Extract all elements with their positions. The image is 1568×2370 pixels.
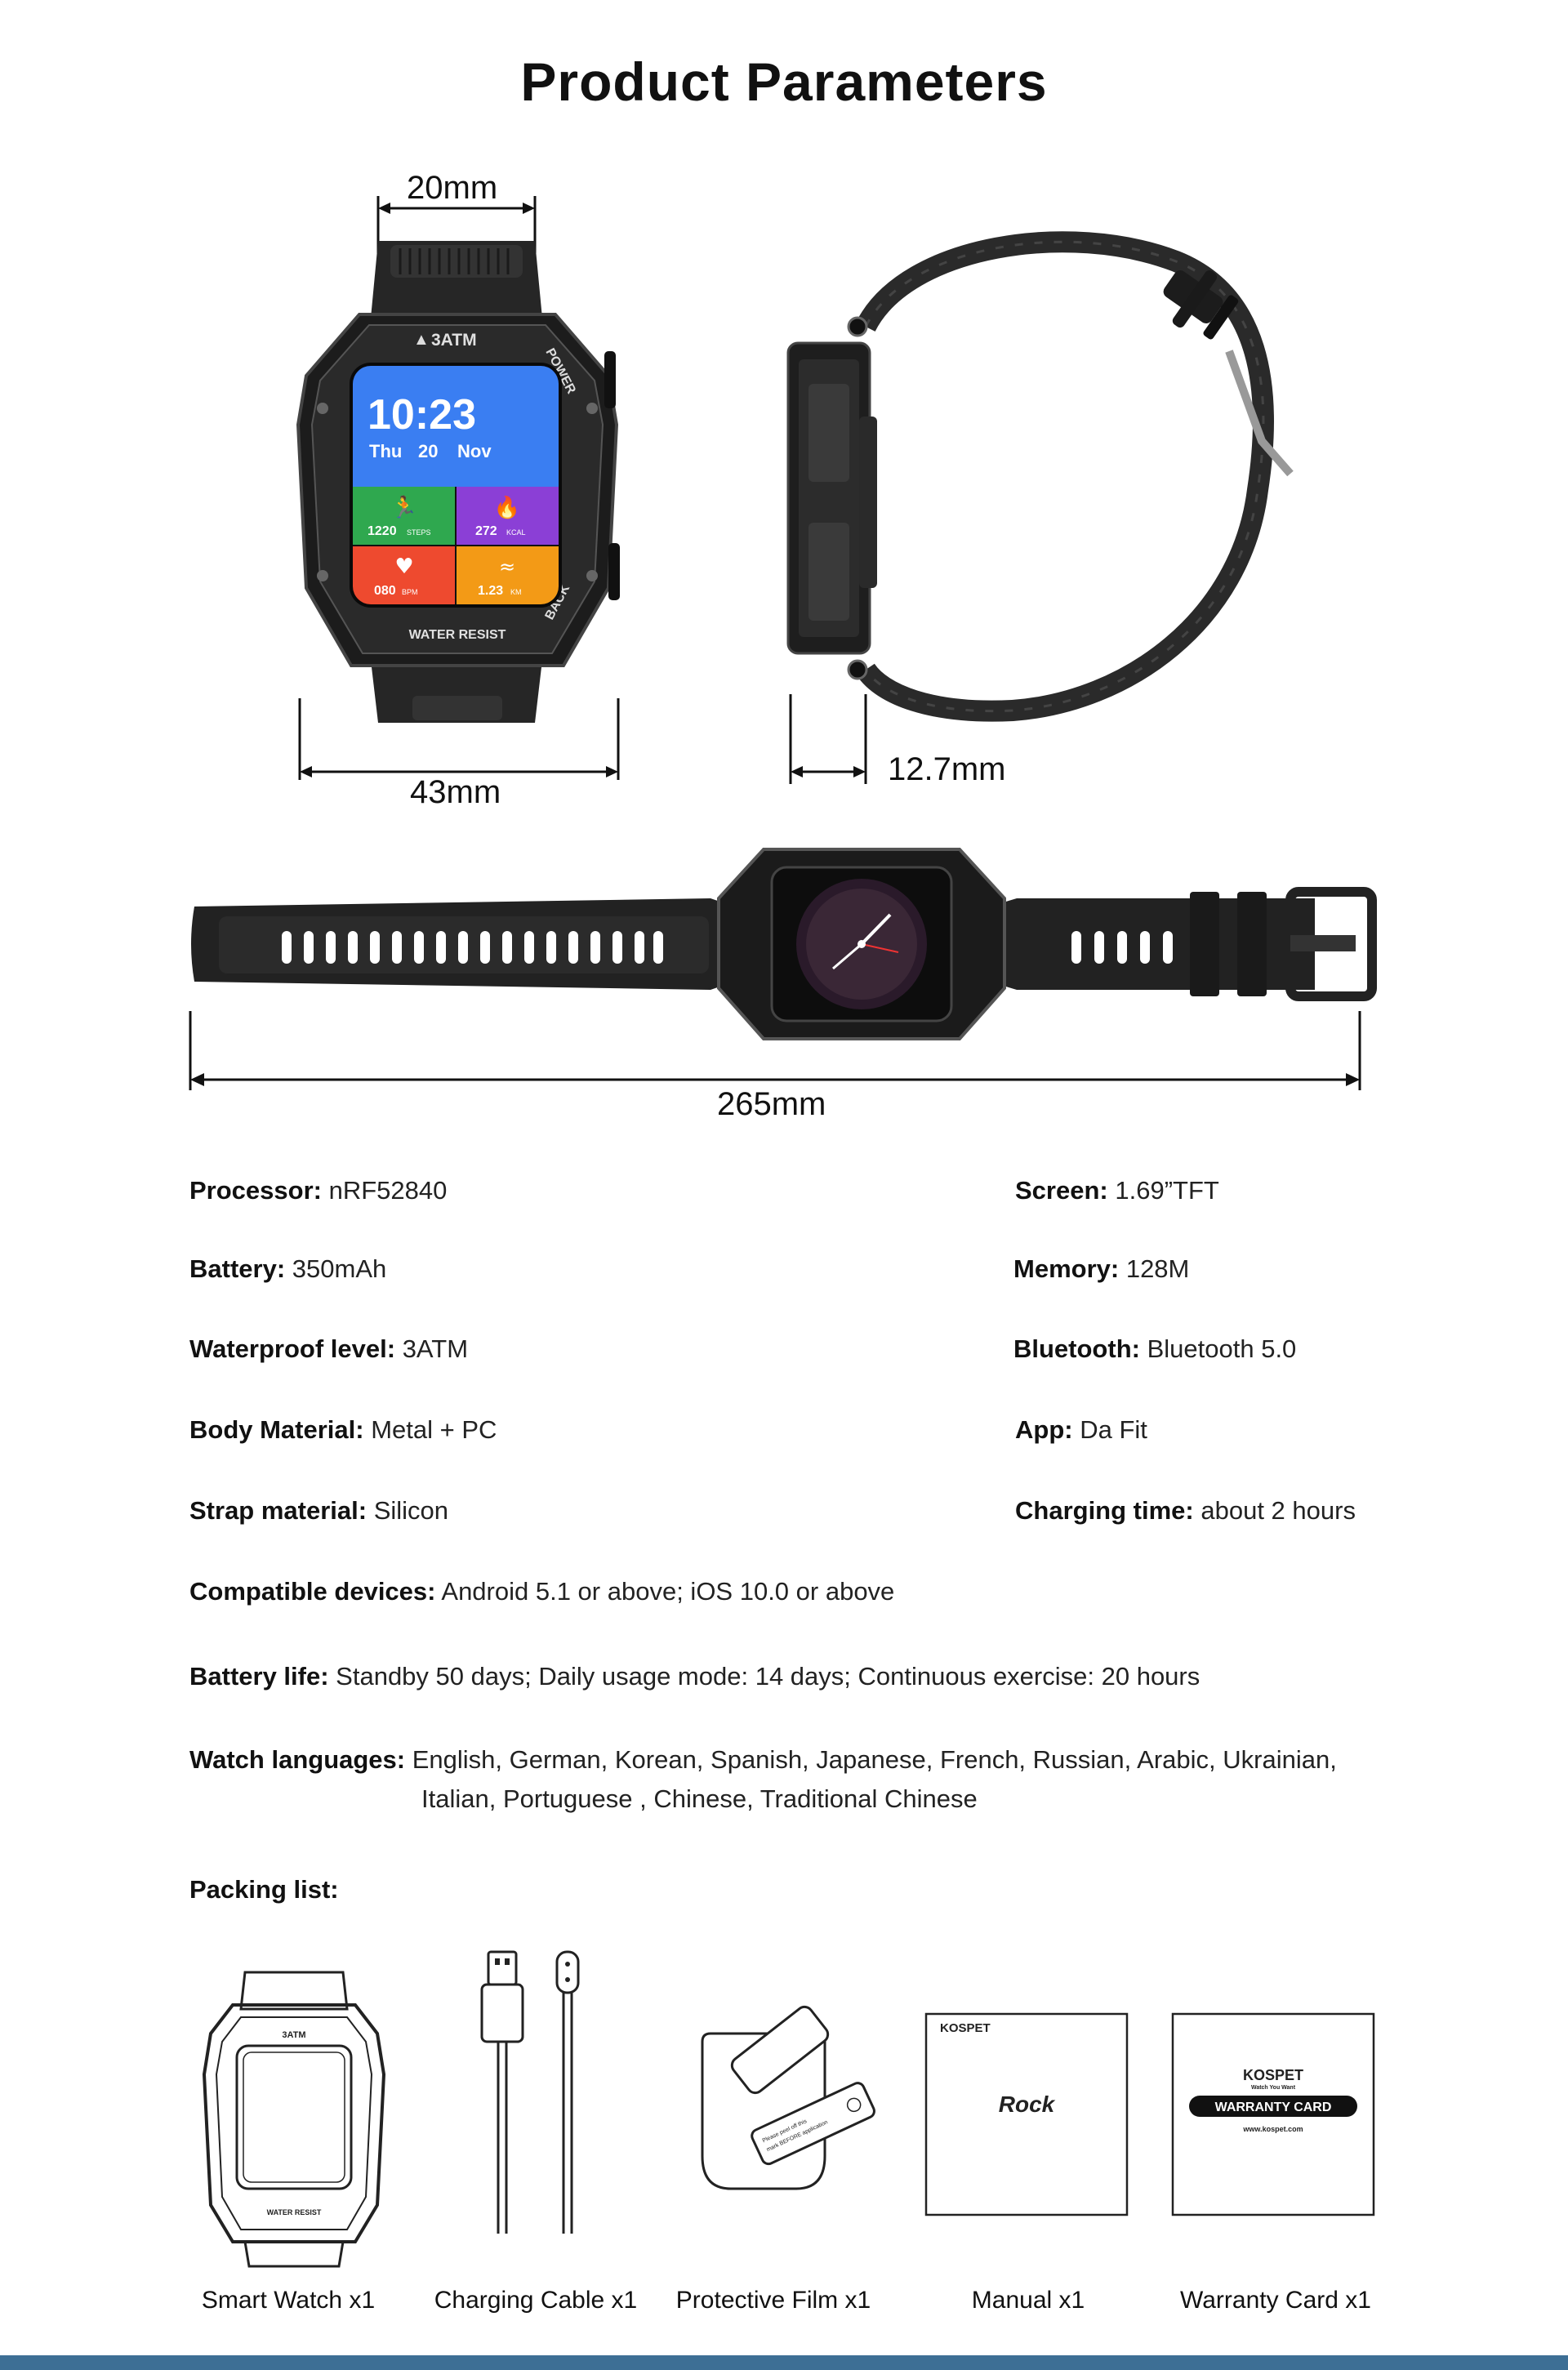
spec-watch-languages: Watch languages: English, German, Korean… <box>189 1745 1337 1775</box>
packing-protective-film-image: Please peel off this mark BEFORE applica… <box>701 2005 875 2190</box>
dim-length-total: 265mm <box>717 1086 826 1122</box>
spec-key: App: <box>1015 1415 1073 1444</box>
packing-item-smart-watch: Smart Watch x1 <box>201 2287 376 2314</box>
km-unit: KM <box>510 588 522 596</box>
swim-icon: ≈ <box>499 555 515 578</box>
spec-bluetooth: Bluetooth: Bluetooth 5.0 <box>1013 1334 1296 1364</box>
screen-month: Nov <box>457 441 492 461</box>
svg-text:Watch You Want: Watch You Want <box>1251 2085 1296 2091</box>
screen-top <box>353 366 559 487</box>
spec-compatible-devices: Compatible devices: Android 5.1 or above… <box>189 1577 894 1606</box>
spec-key: Charging time: <box>1015 1496 1194 1525</box>
spec-value: Silicon <box>373 1496 449 1525</box>
kcal-value: 272 <box>475 524 497 538</box>
spec-battery-life: Battery life: Standby 50 days; Daily usa… <box>189 1662 1200 1691</box>
spec-charging-time: Charging time: about 2 hours <box>1015 1496 1356 1526</box>
spec-body-material: Body Material: Metal + PC <box>189 1415 497 1445</box>
bpm-unit: BPM <box>402 588 418 596</box>
svg-text:WATER RESIST: WATER RESIST <box>267 2208 322 2216</box>
packing-smart-watch-image: 3ATM WATER RESIST <box>202 1971 386 2268</box>
packing-charging-cable-image <box>480 1950 580 2234</box>
front-watch-diagram: ▲ 3ATM POWER BACK WATER RESIST 10:23 Thu… <box>296 196 620 780</box>
spec-value: 1.69”TFT <box>1115 1176 1219 1205</box>
bpm-value: 080 <box>374 584 396 598</box>
spec-processor: Processor: nRF52840 <box>189 1176 447 1205</box>
bottom-accent-bar <box>0 2355 1568 2370</box>
screen-time: 10:23 <box>368 391 476 439</box>
bezel-water-resist: WATER RESIST <box>409 628 506 642</box>
spec-battery: Battery: 350mAh <box>189 1254 386 1284</box>
svg-text:▲: ▲ <box>413 331 430 349</box>
spec-value: Da Fit <box>1080 1415 1147 1444</box>
spec-key: Compatible devices: <box>189 1577 436 1606</box>
packing-item-manual: Manual x1 <box>971 2287 1085 2314</box>
spec-key: Watch languages: <box>189 1745 406 1774</box>
spec-strap-material: Strap material: Silicon <box>189 1496 448 1526</box>
screen-date: 20 <box>418 441 438 461</box>
screen-day: Thu <box>369 441 402 461</box>
spec-key: Memory: <box>1013 1254 1120 1283</box>
spec-watch-languages-line2: Italian, Portuguese , Chinese, Tradition… <box>421 1784 978 1813</box>
full-length-watch-diagram <box>191 848 1377 1040</box>
km-value: 1.23 <box>478 584 503 598</box>
dim-thickness: 12.7mm <box>888 751 1006 787</box>
spec-key: Screen: <box>1015 1176 1108 1205</box>
dim-width-top: 20mm <box>407 170 498 206</box>
kcal-unit: KCAL <box>506 528 526 537</box>
heart-icon: ♥ <box>394 555 413 579</box>
spec-key: Strap material: <box>189 1496 368 1525</box>
spec-screen: Screen: 1.69”TFT <box>1015 1176 1219 1205</box>
length-dimension-line <box>189 1011 1361 1090</box>
svg-text:3ATM: 3ATM <box>282 2030 305 2040</box>
spec-value: nRF52840 <box>328 1176 448 1205</box>
svg-text:KOSPET: KOSPET <box>1243 2067 1303 2083</box>
svg-text:www.kospet.com: www.kospet.com <box>1242 2125 1303 2133</box>
packing-item-warranty-card: Warranty Card x1 <box>1180 2287 1371 2314</box>
svg-text:Rock: Rock <box>999 2092 1056 2117</box>
spec-key: Processor: <box>189 1176 322 1205</box>
steps-unit: STEPS <box>407 528 431 537</box>
svg-text:WARRANTY CARD: WARRANTY CARD <box>1215 2100 1332 2114</box>
spec-app: App: Da Fit <box>1015 1415 1147 1445</box>
packing-heading: Packing list: <box>189 1875 339 1904</box>
spec-value: about 2 hours <box>1200 1496 1356 1525</box>
spec-value: Metal + PC <box>371 1415 497 1444</box>
spec-memory: Memory: 128M <box>1013 1254 1189 1284</box>
packing-manual-image: KOSPET Rock <box>924 2012 1129 2216</box>
dim-width-case: 43mm <box>410 774 501 810</box>
svg-text:KOSPET: KOSPET <box>940 2021 991 2035</box>
spec-value: Standby 50 days; Daily usage mode: 14 da… <box>336 1662 1200 1691</box>
flame-icon: 🔥 <box>494 495 520 520</box>
packing-item-protective-film: Protective Film x1 <box>675 2287 871 2314</box>
spec-waterproof: Waterproof level: 3ATM <box>189 1334 468 1364</box>
run-icon: 🏃 <box>391 495 417 520</box>
spec-value: 128M <box>1125 1254 1190 1283</box>
spec-value: 3ATM <box>402 1334 469 1363</box>
spec-key: Battery: <box>189 1254 286 1283</box>
spec-value: 350mAh <box>292 1254 387 1283</box>
page-title: Product Parameters <box>520 51 1048 112</box>
bezel-brand-mark: 3ATM <box>431 331 477 350</box>
spec-value: English, German, Korean, Spanish, Japane… <box>412 1745 1337 1774</box>
spec-key: Body Material: <box>189 1415 364 1444</box>
spec-key: Battery life: <box>189 1662 329 1691</box>
packing-warranty-card-image: KOSPET Watch You Want WARRANTY CARD www.… <box>1171 2012 1375 2216</box>
spec-value: Bluetooth 5.0 <box>1147 1334 1297 1363</box>
packing-item-charging-cable: Charging Cable x1 <box>434 2287 638 2314</box>
side-watch-diagram <box>786 231 1294 784</box>
steps-value: 1220 <box>368 524 397 538</box>
spec-key: Bluetooth: <box>1013 1334 1140 1363</box>
spec-value: Android 5.1 or above; iOS 10.0 or above <box>441 1577 895 1606</box>
spec-key: Waterproof level: <box>189 1334 396 1363</box>
